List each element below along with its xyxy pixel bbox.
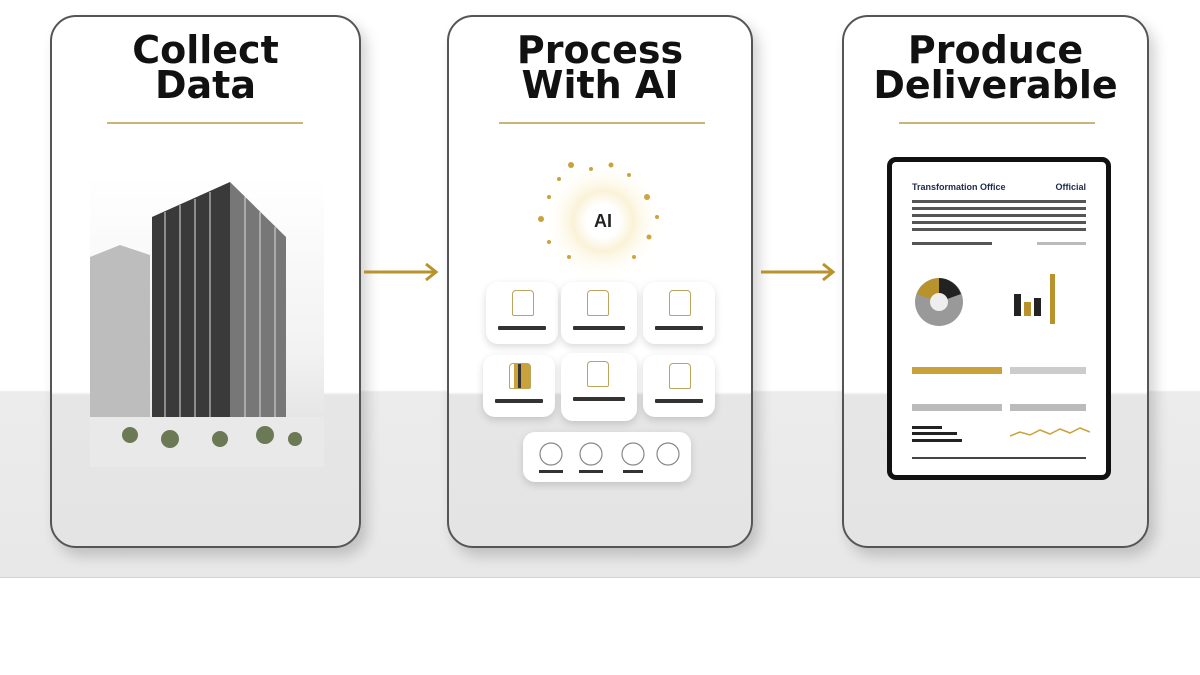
divider — [899, 122, 1095, 124]
ai-particles — [538, 162, 659, 259]
ai-tile — [561, 282, 637, 344]
arrow-right-icon — [761, 262, 836, 282]
ai-tile — [643, 282, 715, 344]
arrow-right-icon — [364, 262, 439, 282]
document-title: Transformation Office — [912, 182, 1006, 192]
document-label: Official — [1055, 182, 1086, 192]
ai-tile — [486, 282, 558, 344]
ai-tile — [561, 353, 637, 421]
ai-tile-row — [523, 432, 691, 482]
report-charts — [915, 274, 1055, 326]
divider — [499, 122, 705, 124]
ai-badge: AI — [574, 192, 632, 250]
building-image — [90, 177, 324, 467]
divider — [107, 122, 303, 124]
ai-tile — [483, 355, 555, 417]
report-tablet: Transformation Office Official — [887, 157, 1111, 480]
ai-tile — [643, 355, 715, 417]
